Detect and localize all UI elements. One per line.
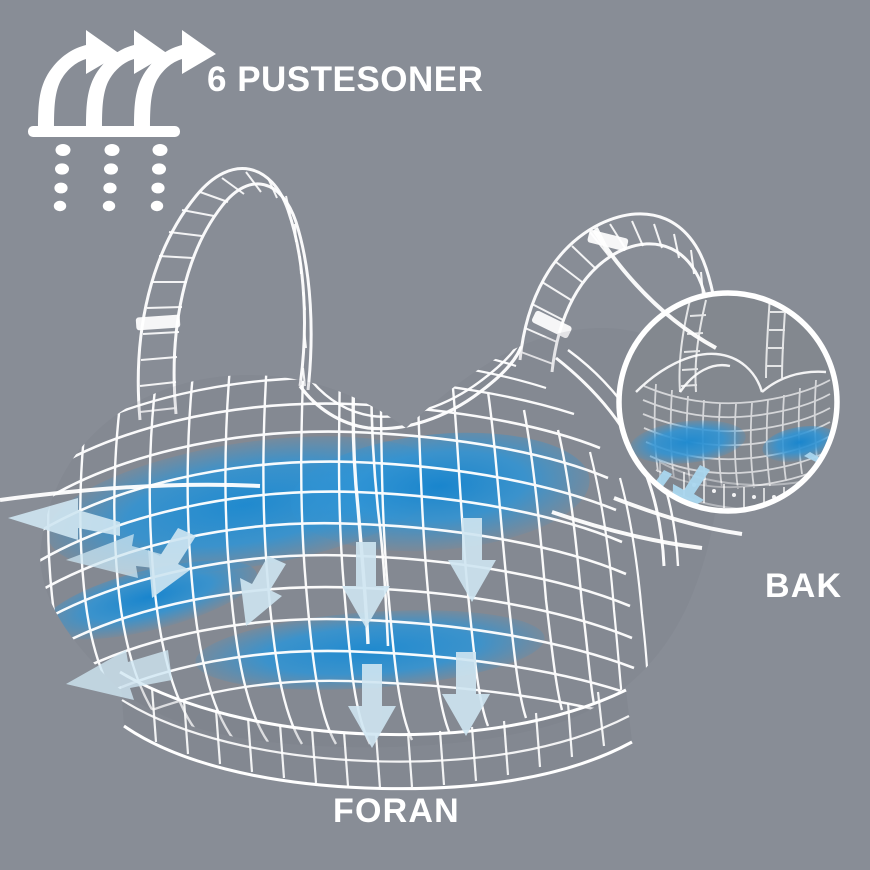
strap-slider-left	[135, 314, 181, 331]
arrow-bottom-left	[66, 650, 172, 700]
arrow-down-center	[342, 542, 390, 628]
arrow-left-2	[66, 534, 172, 578]
back-neckline	[635, 352, 827, 393]
bra-wireframe-main	[8, 167, 721, 791]
page-title: 6 PUSTESONER	[207, 60, 484, 99]
airflow-arrows-front	[8, 498, 496, 748]
icon-arrow-2	[86, 30, 168, 133]
breathable-zones	[43, 432, 590, 690]
shoulder-strap-left	[135, 167, 313, 421]
icon-moisture-dots	[53, 144, 168, 212]
arrow-down-right	[448, 518, 496, 602]
magnifier-ring	[616, 290, 840, 514]
back-breathable-zones	[630, 420, 836, 464]
magnifier-leader-lines	[0, 227, 717, 550]
arrow-band-1	[348, 664, 396, 748]
icon-arrow-3	[134, 30, 216, 133]
zone-back-left	[630, 420, 746, 464]
guide-lines	[613, 496, 743, 536]
arrow-band-2	[442, 652, 490, 736]
zone-back-right	[762, 426, 836, 462]
arrow-dl-2	[240, 556, 286, 626]
strap-slider-right-bottom	[531, 310, 572, 339]
arrow-dl-1	[148, 528, 196, 598]
label-front: FORAN	[333, 792, 460, 830]
breathability-icon	[28, 30, 216, 212]
arrow-left-1	[8, 498, 120, 540]
label-back: BAK	[765, 567, 843, 605]
zone-left-band	[43, 560, 257, 640]
icon-arrow-1	[38, 30, 120, 133]
